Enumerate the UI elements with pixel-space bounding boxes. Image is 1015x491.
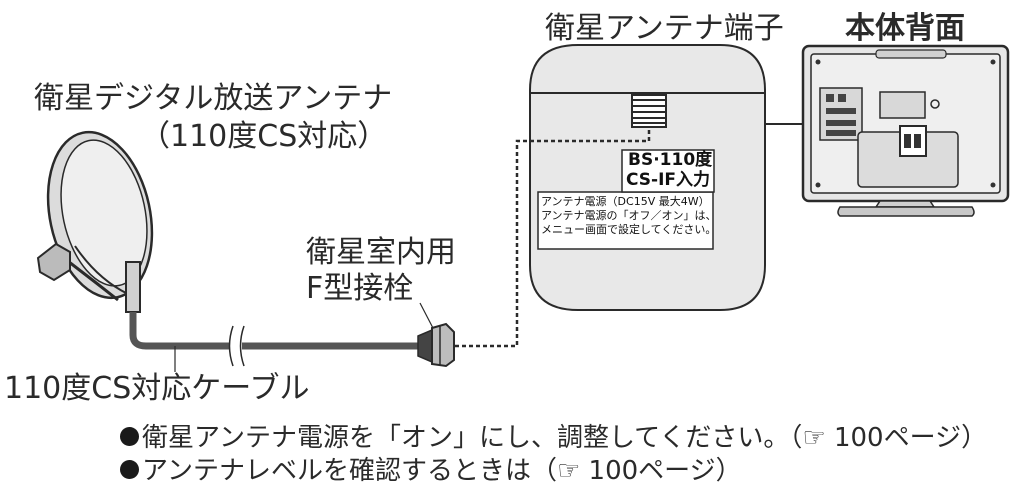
bullet-dot-icon — [120, 460, 139, 479]
bullet-text: 衛星アンテナ電源を「オン」にし、調整してください。（☞ 100ページ） — [142, 423, 988, 453]
terminal-note-line3: メニュー画面で設定してください。 — [541, 223, 717, 236]
terminal-socket-icon — [631, 94, 667, 128]
bullet-text: アンテナレベルを確認するときは（☞ 100ページ） — [142, 456, 742, 486]
tv-rear-icon — [801, 44, 1010, 217]
cable-break-mark — [228, 325, 245, 367]
bullet-dot-icon — [120, 427, 139, 446]
antenna-terminal-title: 衛星アンテナ端子 — [545, 11, 784, 46]
rear-panel-title: 本体背面 — [845, 11, 965, 46]
terminal-note-line2: アンテナ電源の「オフ／オン」は、 — [541, 209, 717, 222]
antenna-terminal-panel — [529, 44, 766, 311]
antenna-name: 衛星デジタル放送アンテナ — [34, 81, 393, 116]
dish-antenna-icon — [36, 130, 154, 313]
connector-label-line1: 衛星室内用 — [306, 235, 456, 270]
bullet-item: アンテナレベルを確認するときは（☞ 100ページ） — [120, 458, 742, 484]
input-label-line2: CS-IF入力 — [626, 170, 711, 190]
terminal-note-line1: アンテナ電源（DC15V 最大4W） — [541, 195, 710, 208]
terminal-note: アンテナ電源（DC15V 最大4W） アンテナ電源の「オフ／オン」は、 メニュー… — [541, 195, 717, 237]
antenna-subtitle: （110度CS対応） — [140, 119, 388, 154]
coax-cable — [129, 312, 418, 350]
connector-label-line2: F型接栓 — [306, 271, 414, 306]
dashed-connection-line — [455, 128, 651, 348]
cable-label: 110度CS対応ケーブル — [4, 371, 310, 406]
input-label-line1: BS·110度 — [628, 150, 713, 170]
connector-icon — [417, 322, 455, 368]
bullet-item: 衛星アンテナ電源を「オン」にし、調整してください。（☞ 100ページ） — [120, 425, 987, 451]
